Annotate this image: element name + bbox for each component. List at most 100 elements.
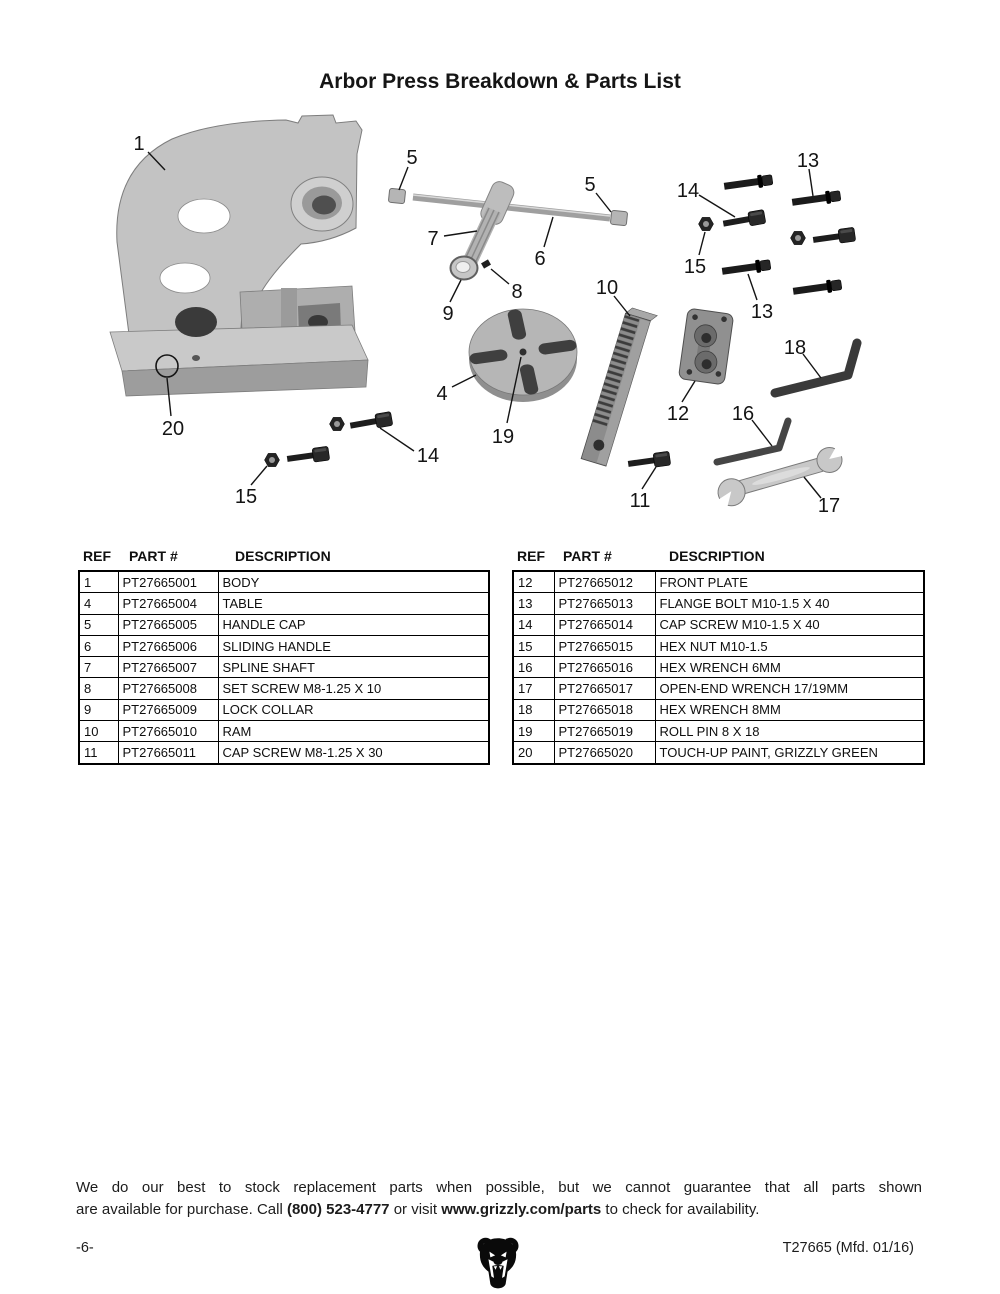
description-cell: CAP SCREW M8-1.25 X 30 — [217, 741, 490, 765]
grizzly-bear-logo — [477, 1237, 519, 1289]
callout-15: 15 — [684, 256, 706, 278]
callout-19: 19 — [492, 426, 514, 448]
part-number-cell: PT27665007 — [117, 656, 219, 679]
header-description: DESCRIPTION — [669, 548, 765, 564]
callout-10: 10 — [596, 277, 618, 299]
description-cell: FRONT PLATE — [654, 570, 925, 594]
callout-6: 6 — [534, 248, 545, 270]
callout-leader-4 — [451, 374, 477, 388]
roll-pin-hole — [519, 348, 527, 356]
front-plate-part — [678, 308, 734, 385]
callout-leader-11 — [641, 466, 657, 490]
ram-part — [580, 307, 658, 467]
callout-16: 16 — [732, 403, 754, 425]
part-number-cell: PT27665020 — [553, 741, 656, 765]
hex-nut-part — [329, 416, 345, 432]
page-number: -6- — [76, 1240, 94, 1256]
part-number-cell: PT27665014 — [553, 613, 656, 636]
callout-leader-13 — [808, 168, 814, 197]
part-number-cell: PT27665009 — [117, 698, 219, 722]
part-number-cell: PT27665001 — [117, 570, 219, 594]
callout-12: 12 — [667, 403, 689, 425]
hex-wrench-8mm-part — [770, 338, 862, 398]
header-description: DESCRIPTION — [235, 548, 331, 564]
ref-cell: 15 — [512, 634, 555, 658]
sliding-handle-part — [412, 193, 611, 222]
callout-leader-1 — [147, 151, 166, 171]
note-line: We do our best to stock replacement part… — [76, 1177, 922, 1199]
callout-leader-16 — [751, 419, 773, 447]
callout-leader-17 — [803, 476, 822, 499]
callout-leader-19 — [506, 356, 522, 424]
description-cell: SET SCREW M8-1.25 X 10 — [217, 677, 490, 700]
callout-14: 14 — [417, 445, 439, 467]
description-cell: ROLL PIN 8 X 18 — [654, 720, 925, 743]
hex-nut-part — [698, 216, 714, 232]
callout-leader-15 — [250, 465, 268, 486]
description-cell: CAP SCREW M10-1.5 X 40 — [654, 613, 925, 636]
ref-cell: 14 — [512, 613, 555, 636]
ref-cell: 19 — [512, 720, 555, 743]
ref-cell: 1 — [78, 570, 119, 594]
description-cell: LOCK COLLAR — [217, 698, 490, 722]
note-text: We do our best to stock replacement part… — [76, 1179, 922, 1196]
callout-13: 13 — [751, 301, 773, 323]
callout-leader-12 — [681, 380, 696, 403]
note-text: are available for purchase. Call — [76, 1200, 287, 1218]
description-cell: BODY — [217, 570, 490, 594]
callout-leader-18 — [802, 353, 822, 379]
ref-cell: 5 — [78, 613, 119, 636]
part-number-cell: PT27665010 — [117, 720, 219, 743]
callout-leader-9 — [449, 279, 462, 303]
part-number-cell: PT27665008 — [117, 677, 219, 700]
press-body-part — [109, 114, 369, 397]
callout-9: 9 — [442, 303, 453, 325]
flange-bolt-part — [721, 257, 772, 279]
part-number-cell: PT27665004 — [117, 592, 219, 615]
open-end-wrench-part — [713, 442, 848, 513]
part-number-cell: PT27665005 — [117, 613, 219, 636]
description-cell: OPEN-END WRENCH 17/19MM — [654, 677, 925, 700]
callout-circle-20 — [155, 354, 179, 378]
ref-cell: 20 — [512, 741, 555, 765]
callout-7: 7 — [427, 228, 438, 250]
cap-screw-part — [348, 410, 394, 434]
part-number-cell: PT27665018 — [553, 698, 656, 722]
note-line: are available for purchase. Call (800) 5… — [76, 1199, 922, 1221]
part-number-cell: PT27665015 — [553, 634, 656, 658]
description-cell: TOUCH-UP PAINT, GRIZZLY GREEN — [654, 741, 925, 765]
callout-leader-15 — [698, 231, 706, 256]
header-part-number: PART # — [563, 548, 612, 564]
ref-cell: 7 — [78, 656, 119, 679]
part-number-cell: PT27665017 — [553, 677, 656, 700]
ref-cell: 13 — [512, 592, 555, 615]
callout-leader-5 — [398, 166, 409, 191]
handle-assembly — [388, 181, 628, 281]
callout-8: 8 — [511, 281, 522, 303]
callout-11: 11 — [630, 490, 651, 512]
callout-5: 5 — [406, 147, 417, 169]
part-number-cell: PT27665013 — [553, 592, 656, 615]
ref-cell: 12 — [512, 570, 555, 594]
description-cell: TABLE — [217, 592, 490, 615]
ref-cell: 18 — [512, 698, 555, 722]
description-cell: HEX NUT M10-1.5 — [654, 634, 925, 658]
callout-15: 15 — [235, 486, 257, 508]
description-cell: RAM — [217, 720, 490, 743]
handle-cap-right-part — [610, 209, 628, 227]
callout-leader-13 — [747, 273, 758, 301]
